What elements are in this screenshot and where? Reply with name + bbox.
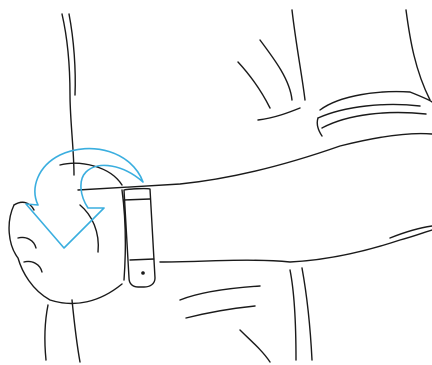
torso-left-edge-inner [68, 13, 76, 96]
wrist-edge [121, 189, 127, 281]
sleeve-cuff-bottom [321, 111, 427, 129]
fist-outer [8, 204, 123, 305]
shirt-fold-1 [237, 61, 271, 109]
knuckle-3 [23, 260, 43, 273]
knuckle-2 [17, 236, 37, 249]
fitness-tracker-band-icon [123, 187, 156, 288]
sleeve-outer [319, 90, 432, 111]
knuckle-1 [13, 201, 35, 211]
trouser-fold-2 [185, 305, 256, 319]
leg-left [44, 304, 49, 361]
arm-bottom-edge [159, 229, 432, 263]
band-clasp-top [123, 198, 151, 201]
rotate-arrow-icon [25, 147, 144, 249]
leg-right [71, 299, 81, 363]
rotate-arrow-outline [25, 147, 144, 249]
elbow-crease [389, 225, 432, 239]
trouser-right-2 [301, 267, 313, 361]
trouser-fold-3 [239, 329, 271, 363]
thumb-line [79, 204, 99, 253]
fist-outline [8, 162, 127, 305]
band-indicator-dot [141, 271, 145, 275]
shirt-fold-2 [257, 107, 301, 121]
band-clasp-bottom [129, 258, 155, 261]
trouser-right-1 [289, 269, 297, 361]
sleeve-cuff-top [317, 103, 421, 119]
arm-top-edge [77, 132, 432, 191]
sleeve-cuff-edge [316, 117, 323, 137]
torso-outline [61, 9, 432, 176]
trouser-fold-1 [179, 285, 261, 301]
shirt-center-line [259, 39, 293, 101]
shirt-collar-line [291, 9, 306, 101]
lower-body-outline [44, 267, 313, 363]
shirt-right-edge [405, 9, 431, 101]
arm-outline [77, 132, 432, 263]
band-body [123, 187, 156, 288]
